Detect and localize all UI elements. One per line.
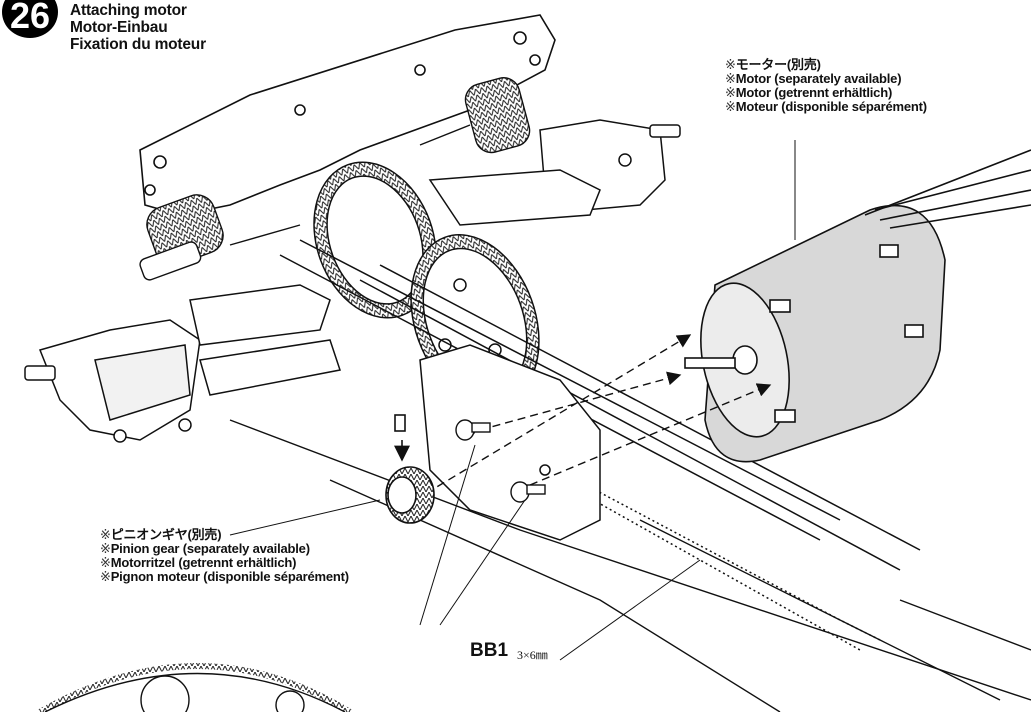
assembly-arrows [414, 334, 772, 501]
motor-callout: ※モーター(別売) ※Motor (separately available) … [725, 58, 927, 114]
note-marker: ※ [725, 57, 736, 72]
pinion-callout-line-de: ※Motorritzel (getrennt erhältlich) [100, 556, 349, 570]
note-marker: ※ [100, 541, 111, 556]
note-marker: ※ [100, 527, 111, 542]
upper-deck [139, 14, 556, 216]
motor-callout-text: Motor (separately available) [735, 71, 902, 86]
screw-size-label: 3×6㎜ [517, 648, 548, 662]
left-bulkhead [24, 284, 341, 443]
step-title-block: Attaching motor Motor-Einbau Fixation du… [70, 2, 206, 53]
note-marker: ※ [725, 85, 736, 100]
note-marker: ※ [100, 555, 111, 570]
motor-callout-text: Moteur (disponible séparément) [735, 99, 927, 114]
pinion-gear [385, 414, 435, 524]
pinion-callout: ※ピニオンギヤ(別売) ※Pinion gear (separately ava… [100, 528, 349, 584]
step-title-en: Attaching motor [70, 2, 187, 19]
screws [455, 419, 546, 503]
pinion-callout-text: ピニオンギヤ(別売) [110, 527, 222, 542]
motor-callout-line-ja: ※モーター(別売) [725, 58, 927, 72]
shock-absorbers [139, 77, 531, 281]
pinion-callout-line-en: ※Pinion gear (separately available) [100, 542, 349, 556]
step-title-de: Motor-Einbau [70, 19, 168, 36]
motor-callout-line-en: ※Motor (separately available) [725, 72, 927, 86]
note-marker: ※ [725, 99, 736, 114]
screw-code-label: BB1 [470, 640, 509, 661]
pinion-callout-text: Pinion gear (separately available) [110, 541, 310, 556]
step-title-fr: Fixation du moteur [70, 36, 206, 53]
motor-callout-line-de: ※Motor (getrennt erhältlich) [725, 86, 927, 100]
motor-callout-text: Motor (getrennt erhältlich) [735, 85, 893, 100]
pinion-callout-text: Motorritzel (getrennt erhältlich) [110, 555, 297, 570]
right-bulkhead [428, 119, 681, 226]
note-marker: ※ [725, 71, 736, 86]
pinion-callout-line-ja: ※ピニオンギヤ(別売) [100, 528, 349, 542]
pinion-callout-line-fr: ※Pignon moteur (disponible séparément) [100, 570, 349, 584]
motor-callout-text: モーター(別売) [735, 57, 821, 72]
step-number-badge: 26 [2, 0, 58, 38]
motor-callout-line-fr: ※Moteur (disponible séparément) [725, 100, 927, 114]
pinion-callout-text: Pignon moteur (disponible séparément) [110, 569, 349, 584]
lower-chassis [229, 419, 1031, 712]
note-marker: ※ [100, 569, 111, 584]
motor [684, 149, 1031, 463]
gear-inset [38, 663, 352, 712]
leader-lines [229, 140, 796, 661]
